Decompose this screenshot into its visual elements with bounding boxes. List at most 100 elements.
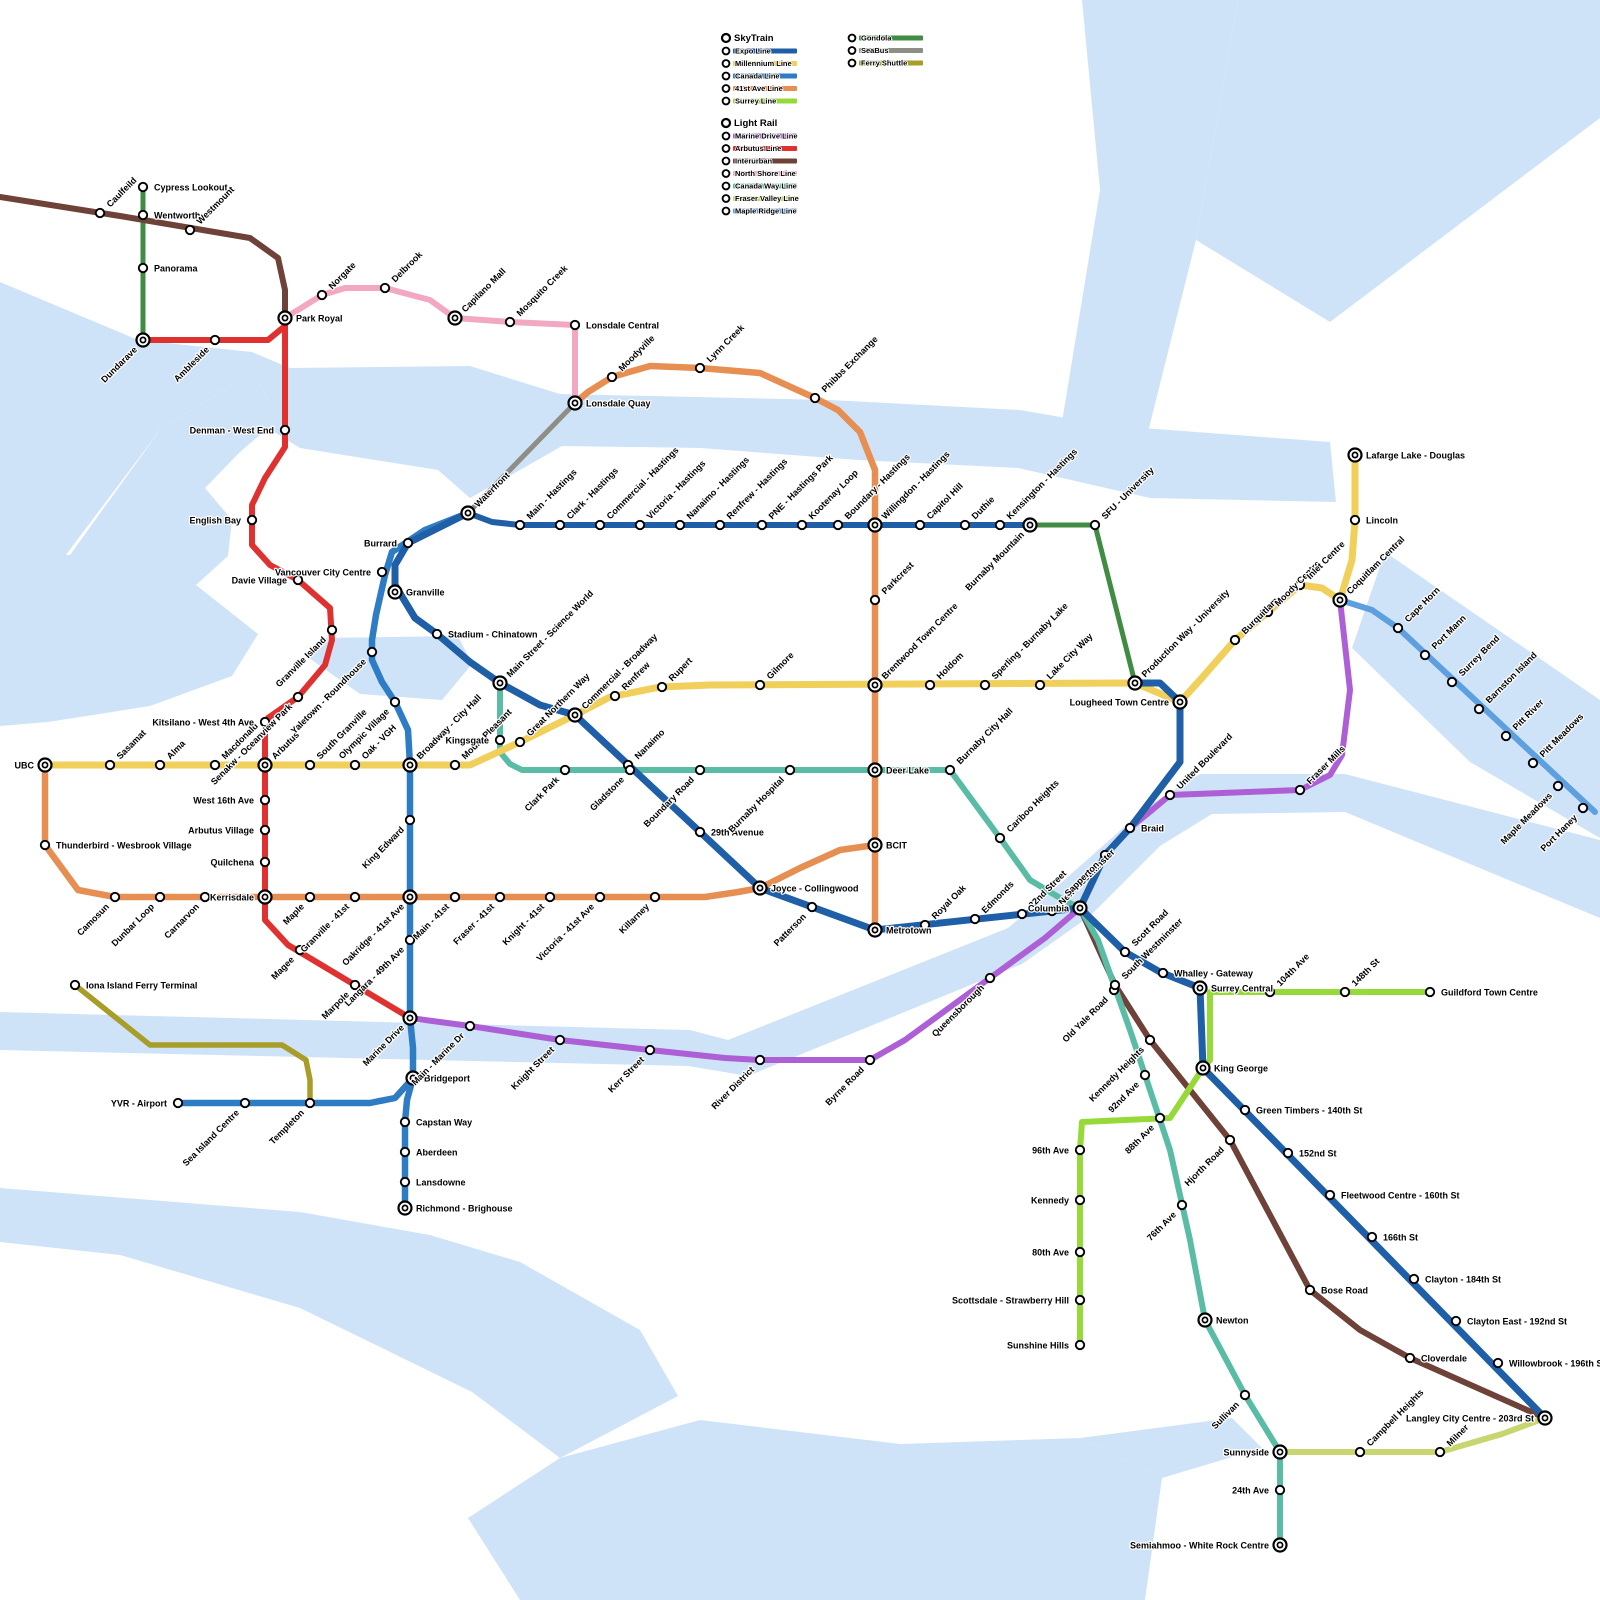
station-dot [154, 759, 166, 771]
station-kitsilano-west-4th-ave [259, 716, 271, 728]
station-dot [1034, 679, 1046, 691]
svg-text:Dunbar Loop: Dunbar Loop [109, 901, 156, 948]
water-area [0, 282, 252, 560]
station-dot [349, 891, 361, 903]
station-dot [1392, 622, 1404, 634]
svg-text:Burnaby Mountain: Burnaby Mountain [963, 530, 1026, 593]
station-mount-pleasant [449, 759, 461, 771]
station-dot [154, 891, 166, 903]
svg-text:Metrotown: Metrotown [886, 926, 932, 936]
station-dot [199, 891, 211, 903]
legend-item-fraser-valley-line: Fraser Valley Line [721, 193, 800, 204]
svg-text:SeaBus: SeaBus [861, 46, 889, 55]
station-label: Fleetwood Centre - 160th St [1340, 1189, 1461, 1201]
station-victoria-41st-ave [594, 891, 606, 903]
station-dot [594, 891, 606, 903]
station-dot [606, 371, 618, 383]
station-dot [1304, 1284, 1316, 1296]
station-dot [1552, 780, 1564, 792]
line-gondola-sfu [1027, 522, 1138, 686]
svg-text:Old Yale Road: Old Yale Road [1060, 995, 1110, 1045]
station-kerrisdale [257, 889, 273, 905]
station-burnaby-city-hall [944, 764, 956, 776]
interchange-dot [139, 336, 147, 344]
station-166th-st [1366, 1231, 1378, 1243]
station-dot [376, 566, 388, 578]
station-76th-ave [1176, 1199, 1188, 1211]
station-duthie [959, 519, 971, 531]
station-dot [919, 919, 931, 931]
station-label: Alma [163, 737, 189, 763]
svg-text:Arbutus Village: Arbutus Village [188, 826, 254, 836]
station-dot [1229, 634, 1241, 646]
legend-item-seabus: SeaBus [847, 45, 923, 56]
station-panorama [137, 262, 149, 274]
legend-item-surrey-line: Surrey Line [721, 96, 797, 106]
station-label: Templeton [266, 1106, 307, 1147]
station-dot [399, 1116, 411, 1128]
svg-text:King Edward: King Edward [360, 825, 406, 871]
svg-text:Interurban: Interurban [735, 157, 773, 166]
station-label: Burnaby Hospital [725, 773, 787, 835]
svg-text:104th Ave: 104th Ave [1275, 951, 1312, 988]
legend-roundel-icon [847, 33, 857, 43]
station-dot [304, 759, 316, 771]
station-dot [569, 319, 581, 331]
station-dot [924, 679, 936, 691]
station-dot [864, 1054, 876, 1066]
station-camosun [109, 891, 121, 903]
station-deer-lake [867, 762, 883, 778]
station-lincoln [1349, 514, 1361, 526]
legend-item-millennium-line: Millennium Line [721, 58, 797, 69]
legend-item-gondola: Gondola [847, 33, 923, 43]
station-river-district [754, 1054, 766, 1066]
svg-text:148th St: 148th St [1350, 956, 1382, 988]
svg-text:24th Ave: 24th Ave [1232, 1486, 1269, 1496]
station-granville [387, 584, 403, 600]
station-label: 148th St [1348, 955, 1382, 989]
station-22nd-street [1016, 908, 1028, 920]
station-dot [137, 181, 149, 193]
water-area [1345, 774, 1600, 918]
svg-text:Bridgeport: Bridgeport [424, 1074, 470, 1084]
station-dot [1404, 1352, 1416, 1364]
station-lonsdale-quay [567, 395, 583, 411]
svg-text:Holdom: Holdom [935, 650, 966, 681]
stations-layer [37, 181, 1589, 1553]
station-sfu-university [1089, 519, 1101, 531]
station-park-royal [277, 310, 293, 326]
station-dot [1450, 1315, 1462, 1327]
station-dot [292, 574, 304, 586]
station-dot [402, 537, 414, 549]
svg-text:Sunnyside: Sunnyside [1223, 1448, 1269, 1458]
station-label: Thunderbird - Wesbrook Village [55, 839, 193, 851]
svg-text:Light Rail: Light Rail [734, 118, 777, 129]
station-templeton [304, 1097, 316, 1109]
station-label: Caulfeild [103, 174, 139, 210]
svg-text:Kerrisdale: Kerrisdale [210, 893, 254, 903]
station-sapperton [1099, 849, 1111, 861]
station-label: Fraser - 41st [450, 900, 497, 947]
legend-item-canada-way-line: Canada Way Line [721, 181, 798, 191]
station-dot [1282, 1147, 1294, 1159]
station-dot [109, 891, 121, 903]
station-label: 96th Ave [1031, 1144, 1070, 1156]
station-label: Lafarge Lake - Douglas [1365, 449, 1466, 461]
interchange-dot [871, 841, 879, 849]
station-dot [634, 519, 646, 531]
station-148th-st [1339, 986, 1351, 998]
station-label: Cypress Lookout [153, 181, 229, 193]
station-label: Deer Lake [885, 764, 930, 776]
station-dot [1274, 1484, 1286, 1496]
station-label: Carnarvon [161, 900, 202, 941]
station-label: Willowbrook - 196th St [1508, 1357, 1600, 1369]
line-interurban [1077, 905, 1548, 1421]
svg-text:Braid: Braid [1141, 824, 1164, 834]
station-dot [504, 316, 516, 328]
station-dundarave [135, 332, 151, 348]
station-main-street-science-world [492, 675, 508, 691]
svg-text:Edmonds: Edmonds [980, 879, 1016, 915]
station-south-granville [304, 759, 316, 771]
station-label: Cloverdale [1420, 1352, 1468, 1364]
